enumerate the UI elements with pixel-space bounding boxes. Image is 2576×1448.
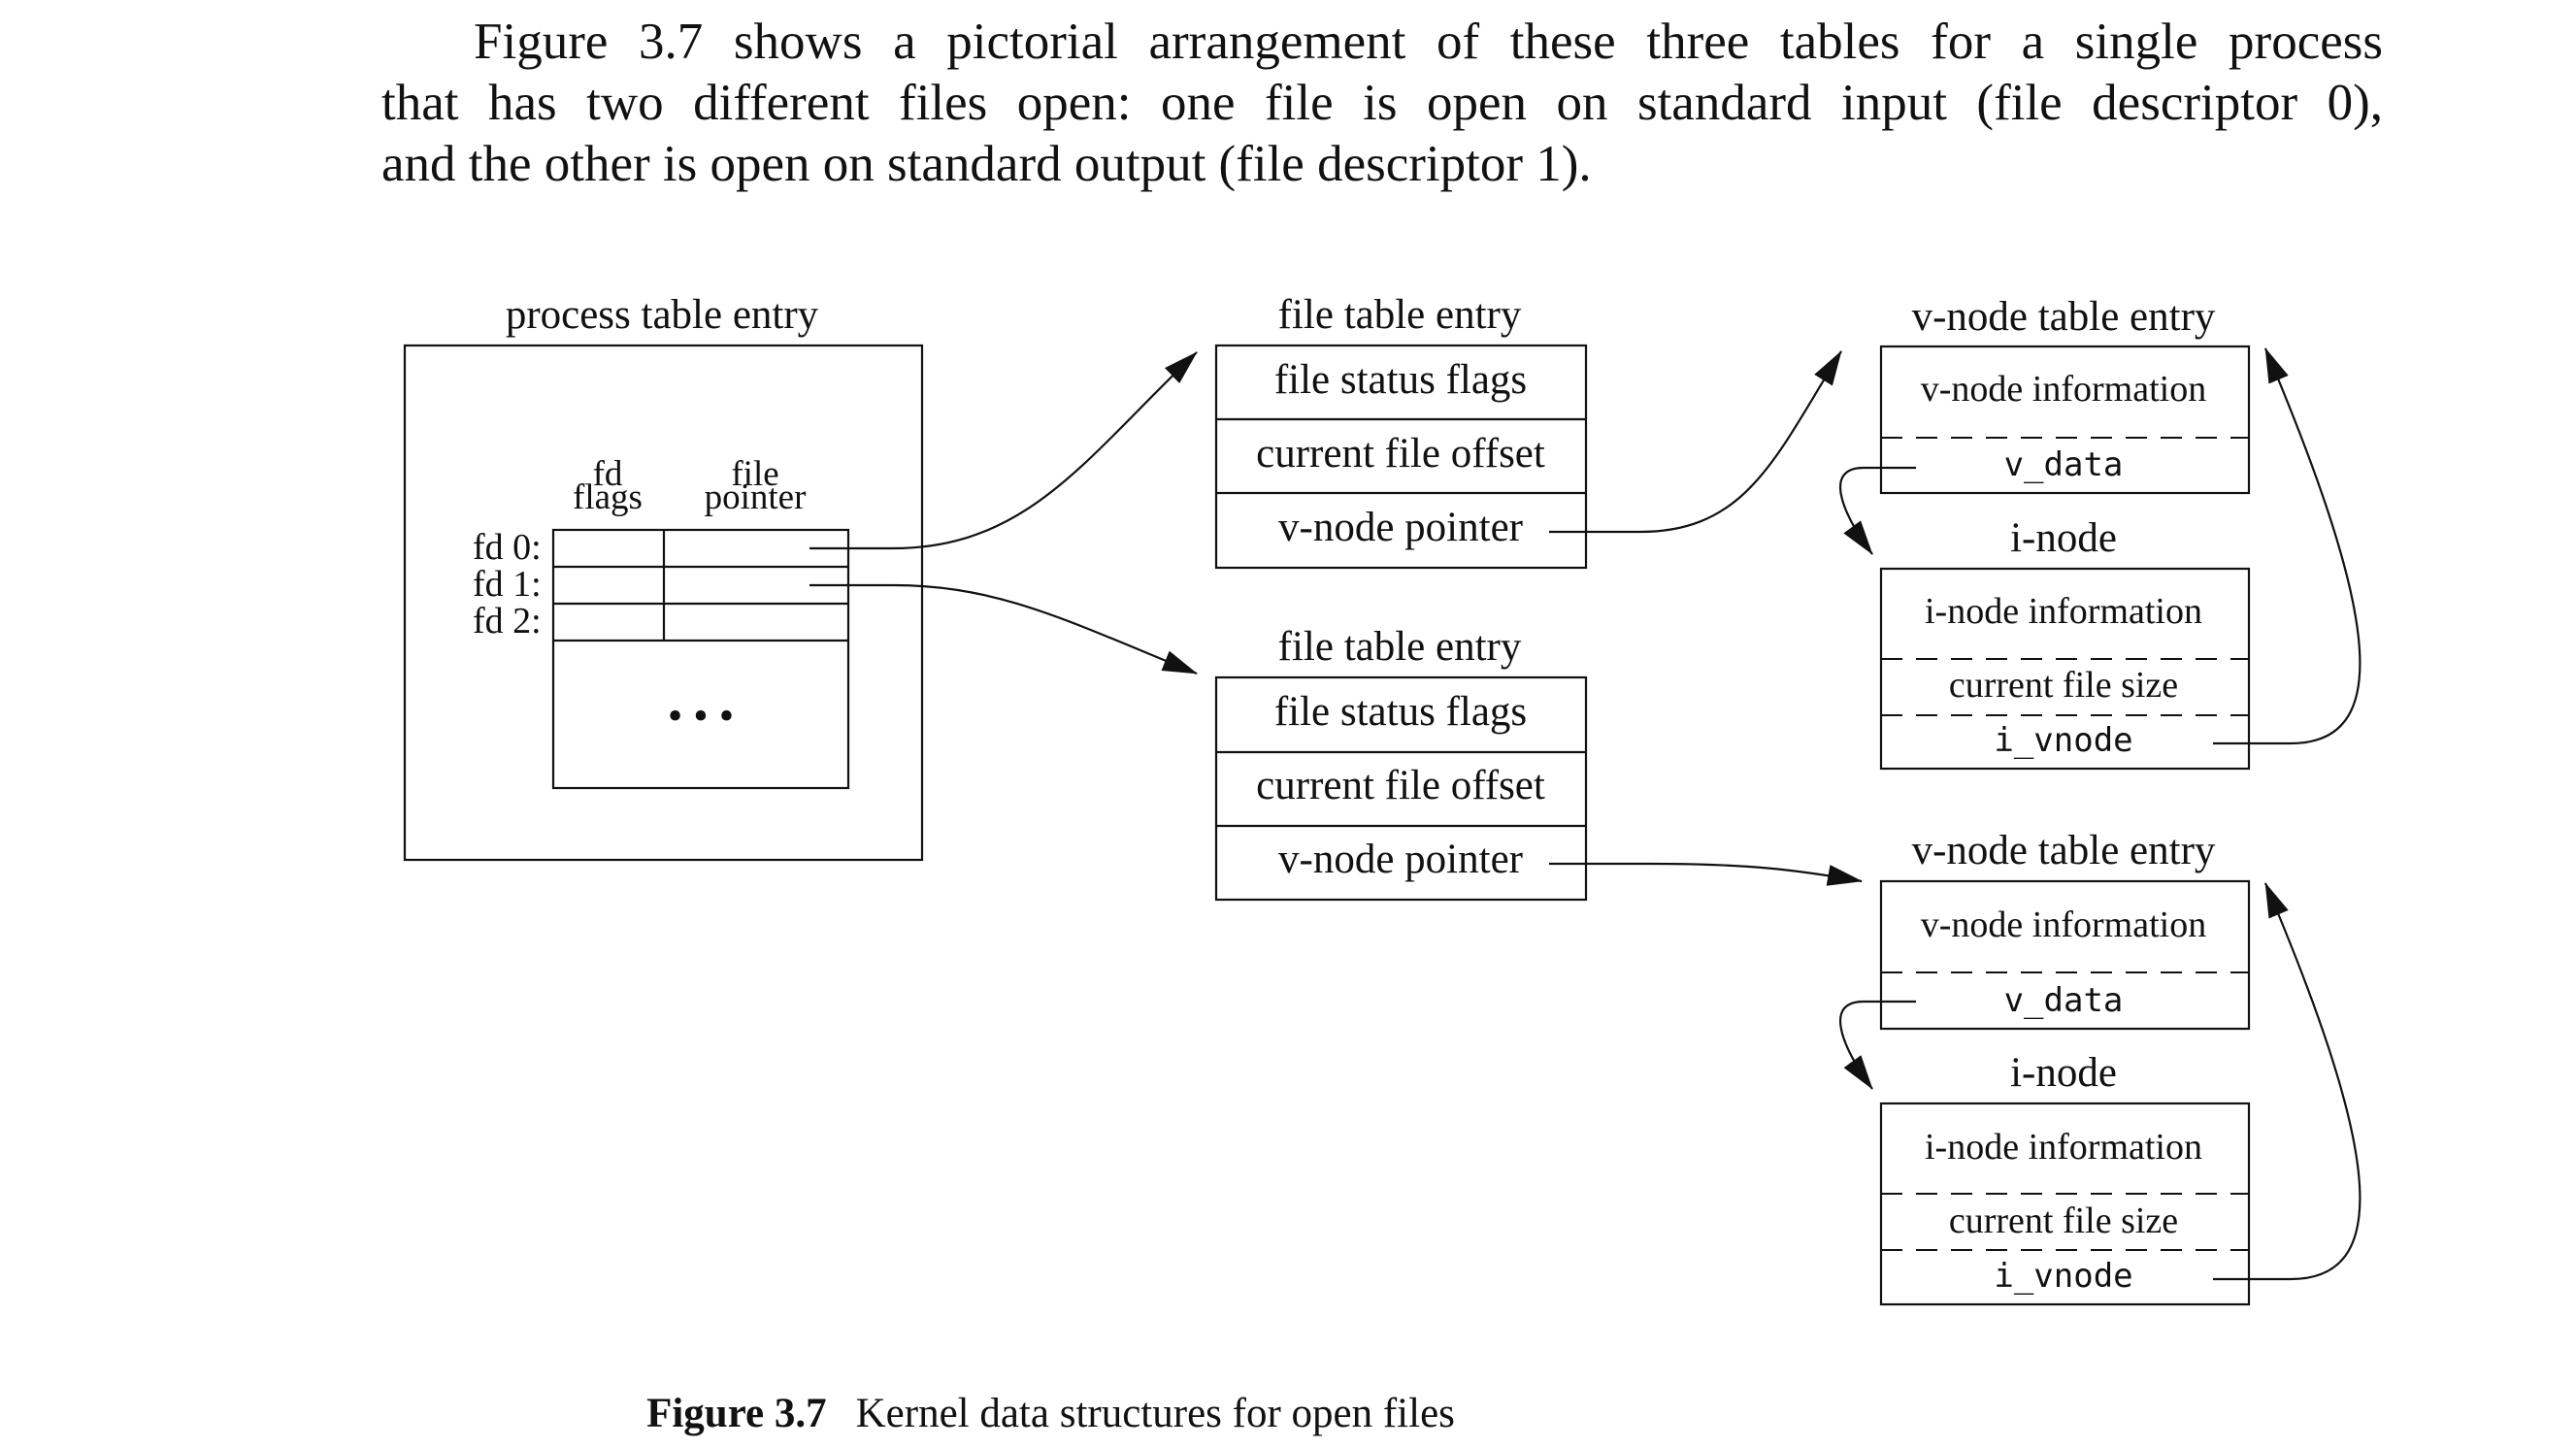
inode-2-box	[1879, 1102, 2251, 1306]
file-table-2-box	[1214, 675, 1588, 902]
process-table-title: process table entry	[506, 292, 819, 338]
vnode-1-v-data-to-inode-arrow	[1838, 466, 1916, 555]
file-table-2-title: file table entry	[1278, 624, 1522, 670]
figure-caption-label: Figure 3.7	[646, 1391, 827, 1436]
file-table-1-vnode-pointer: v-node pointer	[1278, 505, 1523, 550]
fd2-label: fd 2:	[473, 601, 542, 642]
paragraph-line-3: and the other is open on standard output…	[381, 136, 1592, 192]
file-table-2-status-flags: file status flags	[1274, 689, 1527, 735]
vnode-2-box	[1879, 879, 2251, 1031]
file-table-1-title: file table entry	[1278, 292, 1522, 338]
paragraph-line-1: Figure 3.7 shows a pictorial arrangement…	[474, 14, 2383, 70]
ellipsis: • • •	[668, 692, 734, 740]
fd1-to-file-table-2-arrow	[809, 583, 1198, 675]
file-table-1-offset: current file offset	[1256, 431, 1545, 477]
inode-2-info: i-node information	[1925, 1127, 2202, 1168]
col-file-label: file	[731, 454, 778, 494]
fd0-to-file-table-1-arrow	[809, 351, 1198, 550]
paragraph-line-2: that has two different files open: one f…	[381, 75, 2383, 131]
vnode-2-title: v-node table entry	[1912, 828, 2216, 873]
file-table-entry-1: file table entry file status flags curre…	[1214, 292, 1588, 570]
inode-1-to-vnode-1-arrow	[2213, 347, 2361, 745]
col-flags-label: flags	[573, 477, 643, 517]
intro-paragraph: Figure 3.7 shows a pictorial arrangement…	[381, 12, 2383, 195]
vnode-1-box	[1879, 345, 2251, 495]
vnode-2-v-data: v_data	[2004, 981, 2124, 1020]
vnode-1-title: v-node table entry	[1912, 294, 2216, 340]
fd-table	[551, 528, 850, 790]
inode-1-box	[1879, 567, 2251, 771]
inode-2-size: current file size	[1949, 1201, 2178, 1241]
col-fd-label: fd	[593, 454, 623, 494]
vnode-1-v-data: v_data	[2004, 445, 2124, 484]
vnode-2-info: v-node information	[1921, 905, 2206, 945]
figure-caption: Figure 3.7 Kernel data structures for ope…	[0, 1390, 2101, 1437]
process-table-entry: process table entry fd flags file pointe…	[403, 292, 924, 862]
file-table-2-to-vnode-2-arrow	[1549, 862, 1863, 886]
inode-2-i-vnode: i_vnode	[1994, 1257, 2132, 1296]
figure-caption-text: Kernel data structures for open files	[855, 1391, 1455, 1436]
fd1-label: fd 1:	[473, 564, 542, 605]
file-table-2-vnode-pointer: v-node pointer	[1278, 837, 1523, 882]
col-pointer-label: pointer	[705, 477, 807, 517]
vnode-1-info: v-node information	[1921, 369, 2206, 410]
vnode-table-entry-1: v-node table entry v-node information v_…	[1879, 294, 2251, 771]
vnode-2-v-data-to-inode-arrow	[1838, 1000, 1916, 1090]
file-table-2-offset: current file offset	[1256, 763, 1545, 808]
file-table-1-status-flags: file status flags	[1274, 357, 1527, 403]
fd0-label: fd 0:	[473, 527, 542, 568]
inode-2-title: i-node	[2010, 1050, 2117, 1096]
inode-1-size: current file size	[1949, 665, 2178, 706]
inode-1-info: i-node information	[1925, 591, 2202, 632]
file-table-entry-2: file table entry file status flags curre…	[1214, 624, 1588, 902]
inode-2-to-vnode-2-arrow	[2213, 882, 2361, 1281]
file-table-1-box	[1214, 344, 1588, 570]
vnode-table-entry-2: v-node table entry v-node information v_…	[1879, 828, 2251, 1306]
inode-1-i-vnode: i_vnode	[1994, 721, 2132, 760]
process-table-box	[403, 344, 924, 862]
inode-1-title: i-node	[2010, 515, 2117, 561]
file-table-1-to-vnode-1-arrow	[1549, 350, 1842, 534]
